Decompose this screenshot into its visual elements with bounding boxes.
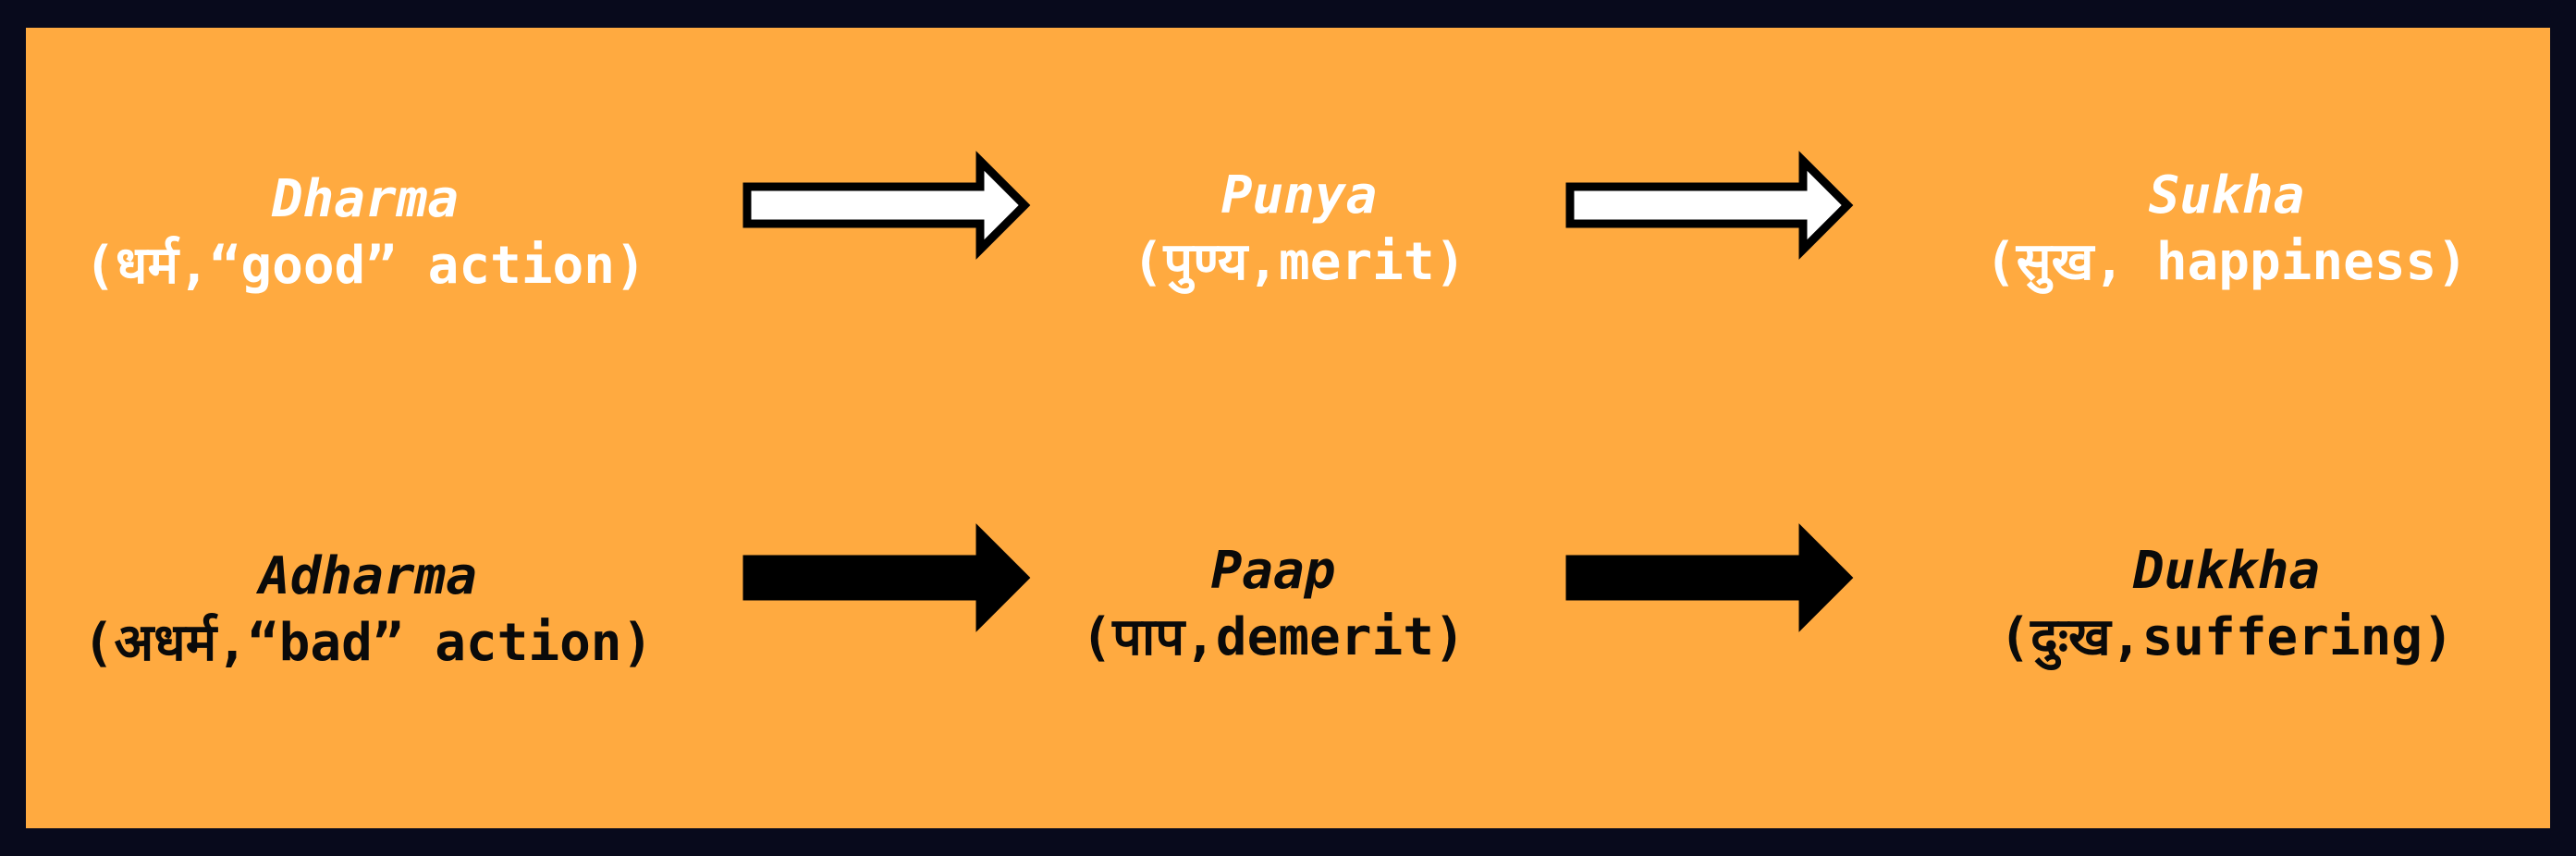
- node-dukkha-title: Dukkha: [2132, 541, 2321, 601]
- node-sukha: Sukha (सुख, happiness): [1985, 163, 2468, 296]
- node-punya-subtitle: (पुण्य,merit): [1132, 232, 1466, 292]
- node-adharma-subtitle: (अधर्म,“bad” action): [82, 613, 654, 673]
- node-paap-subtitle: (पाप,demerit): [1081, 607, 1466, 667]
- node-punya-title: Punya: [1221, 165, 1378, 226]
- node-dukkha: Dukkha (दुःख,suffering): [1999, 538, 2453, 671]
- black-arrow-right-icon: [1565, 523, 1854, 632]
- node-paap-title: Paap: [1210, 541, 1336, 601]
- node-dukkha-subtitle: (दुःख,suffering): [1999, 607, 2454, 667]
- node-paap: Paap (पाप,demerit): [1081, 538, 1465, 671]
- node-sukha-title: Sukha: [2148, 165, 2305, 226]
- node-dharma-subtitle: (धर्म,“good” action): [84, 236, 646, 296]
- white-arrow-right-icon: [1565, 151, 1854, 260]
- diagram-panel: Dharma (धर्म,“good” action) Punya (पुण्य…: [26, 28, 2550, 828]
- node-sukha-subtitle: (सुख, happiness): [1985, 232, 2468, 292]
- node-adharma-title: Adharma: [258, 546, 477, 606]
- node-dharma: Dharma (धर्म,“good” action): [84, 166, 645, 300]
- node-punya: Punya (पुण्य,merit): [1133, 163, 1466, 296]
- black-arrow-right-icon: [742, 523, 1031, 632]
- node-dharma-title: Dharma: [271, 169, 460, 229]
- white-arrow-right-icon: [742, 151, 1031, 260]
- node-adharma: Adharma (अधर्म,“bad” action): [83, 544, 653, 677]
